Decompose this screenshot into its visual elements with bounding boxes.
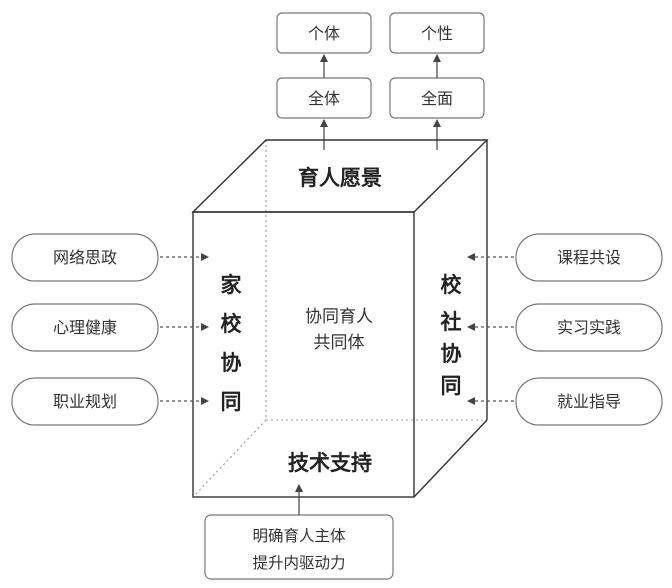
cube-left-label: 家 校 协 同 <box>221 273 243 414</box>
cube-right-char-3: 协 <box>441 342 462 366</box>
left-item-2: 心理健康 <box>11 303 159 352</box>
top-box-whole-label: 全体 <box>308 89 340 108</box>
cube-right-char-2: 社 <box>440 310 462 334</box>
cube-center-line-2: 共同体 <box>314 333 365 353</box>
cube-center-line-1: 协同育人 <box>305 307 373 327</box>
left-item-1-label: 网络思政 <box>53 248 117 267</box>
top-box-individual-label: 个体 <box>308 24 340 43</box>
right-item-1-label: 课程共设 <box>557 248 621 267</box>
cube-left-char-3: 协 <box>221 351 242 375</box>
cube-top-label: 育人愿景 <box>298 166 382 190</box>
bottom-box: 明确育人主体 提升内驱动力 <box>204 514 394 580</box>
left-item-1: 网络思政 <box>11 233 159 282</box>
cube-outline <box>191 139 489 498</box>
cube-left-char-1: 家 <box>221 273 243 297</box>
right-item-1: 课程共设 <box>515 233 663 282</box>
cube-bottom-label: 技术支持 <box>288 451 372 475</box>
cube-left-char-4: 同 <box>221 390 242 414</box>
top-box-comprehensive: 全面 <box>389 77 485 119</box>
bottom-box-line-1: 明确育人主体 <box>252 527 346 545</box>
cube-right-char-1: 校 <box>441 273 463 297</box>
top-box-personality: 个性 <box>389 12 485 54</box>
right-item-2: 实习实践 <box>515 303 663 352</box>
top-box-personality-label: 个性 <box>421 24 453 43</box>
cube-right-label: 校 社 协 同 <box>440 273 463 398</box>
cube-right-char-4: 同 <box>441 374 462 398</box>
cube-hidden-edges <box>192 140 487 498</box>
bottom-box-line-2: 提升内驱动力 <box>252 554 345 572</box>
right-item-3-label: 就业指导 <box>557 392 621 411</box>
top-box-whole: 全体 <box>276 77 372 119</box>
left-item-3: 职业规划 <box>11 377 159 426</box>
cube-left-char-2: 校 <box>221 312 243 336</box>
top-box-individual: 个体 <box>276 12 372 54</box>
right-item-3: 就业指导 <box>515 377 663 426</box>
left-item-2-label: 心理健康 <box>53 318 117 337</box>
right-item-2-label: 实习实践 <box>557 318 621 337</box>
left-item-3-label: 职业规划 <box>53 392 117 411</box>
top-box-comprehensive-label: 全面 <box>421 89 453 108</box>
